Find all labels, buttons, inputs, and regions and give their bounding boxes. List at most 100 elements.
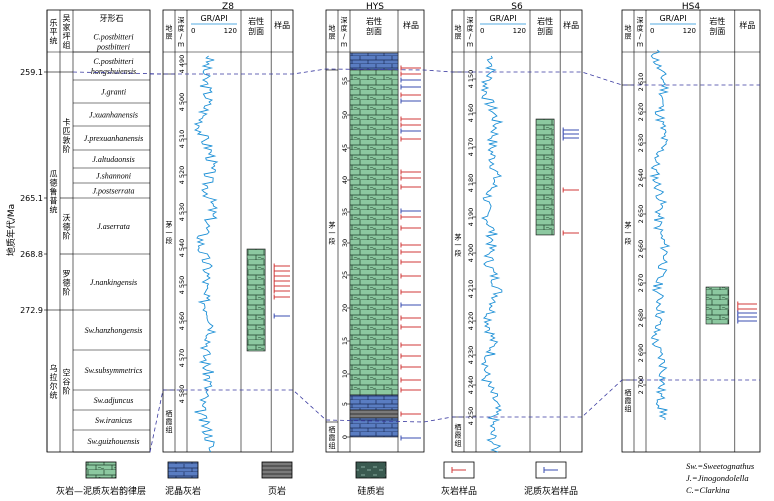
conodont-zone: J.shannoni (96, 172, 131, 181)
svg-text:/: / (343, 33, 346, 41)
depth-tick-label: 4 490 (178, 55, 186, 74)
svg-text:家: 家 (63, 22, 71, 32)
conodont-zone: C.postbitteri (93, 57, 133, 66)
depth-tick-label: 4 160 (467, 104, 475, 123)
strata-header: 地层 (625, 24, 632, 41)
svg-text:霞: 霞 (455, 432, 462, 440)
legend-swatch-chert (355, 461, 387, 479)
depth-tick-label: 2 660 (637, 240, 645, 259)
svg-text:统: 统 (50, 205, 58, 215)
gr-header: GR/API (659, 14, 686, 23)
series-header: 乐平统 (50, 18, 58, 46)
lith-header: 岩性 (366, 16, 382, 26)
svg-text:阶: 阶 (63, 231, 71, 241)
lithology-marl (349, 69, 399, 396)
svg-text:组: 组 (63, 40, 71, 50)
conodont-zone: C.postbitteri (93, 33, 133, 42)
strata-header: 地层 (455, 24, 462, 41)
svg-text:茅: 茅 (166, 220, 173, 229)
depth-tick-label: 2 640 (637, 169, 645, 188)
depth-tick-label: 4 180 (467, 174, 475, 193)
svg-text:组: 组 (329, 441, 336, 450)
well-frame (621, 9, 761, 453)
gr-header: GR/API (200, 14, 227, 23)
svg-text:尔: 尔 (50, 381, 58, 391)
depth-tick-label: 2 670 (637, 274, 645, 293)
strata-header: 地层 (166, 24, 173, 41)
formation-label: 茅一段 (625, 221, 632, 246)
depth-tick-label: 4 240 (467, 376, 475, 395)
svg-text:空: 空 (63, 368, 71, 378)
depth-tick-label: 2 690 (637, 344, 645, 363)
depth-tick-label: 4 250 (467, 407, 475, 426)
gr-max-label: 120 (224, 27, 237, 35)
svg-text:深: 深 (637, 16, 644, 25)
depth-tick-label: 2 610 (637, 73, 645, 92)
formation-label: 茅一段 (329, 221, 336, 246)
conodont-zone: J.nankingensis (90, 278, 137, 287)
svg-text:组: 组 (166, 425, 173, 434)
depth-tick-label: 4 200 (467, 244, 475, 263)
svg-text:霞: 霞 (329, 434, 336, 442)
conodont-zone: Sw.subsymmetrics (85, 366, 143, 375)
lith-header: 岩性 (709, 16, 725, 26)
svg-text:德: 德 (63, 222, 71, 232)
legend-label: 页岩 (268, 485, 286, 497)
depth-tick-label: 45 (341, 144, 349, 152)
well-name: Z8 (222, 2, 234, 12)
depth-header: 深度/m (341, 16, 348, 49)
svg-text:段: 段 (166, 236, 173, 245)
svg-text:深: 深 (467, 16, 474, 25)
depth-tick-label: 4 580 (178, 385, 186, 404)
depth-tick-label: 55 (341, 77, 349, 85)
chronostratigraphic-column: 乐平统吴家坪组牙形石瓜德鲁普统乌拉尔统卡匹敦阶沃德阶罗德阶空谷阶C.postbi… (5, 9, 151, 453)
well-name: HS4 (682, 2, 700, 12)
svg-text:层: 层 (455, 33, 462, 41)
depth-tick-label: 4 190 (467, 208, 475, 227)
svg-text:一: 一 (166, 229, 173, 237)
legend-label: 灰岩样品 (441, 485, 477, 497)
svg-text:m: m (178, 41, 185, 49)
svg-text:层: 层 (166, 33, 173, 41)
gr-curve (480, 55, 504, 453)
well-name: S6 (511, 2, 523, 12)
svg-text:阶: 阶 (63, 287, 71, 297)
svg-text:m: m (341, 41, 348, 49)
svg-text:罗: 罗 (63, 270, 71, 279)
formation-label: 茅一段 (166, 220, 173, 245)
conodont-zone: postbitteri (96, 43, 130, 52)
svg-text:鲁: 鲁 (50, 187, 58, 197)
depth-tick-label: 4 510 (178, 130, 186, 149)
age-tick-label: 272.9 (20, 306, 43, 315)
lith-header: 剖面 (248, 26, 264, 36)
depth-tick-label: 4 230 (467, 346, 475, 365)
abbreviation-note: Sw.=Sweetognathus (686, 461, 755, 471)
gr-max-label: 120 (683, 27, 696, 35)
svg-text:统: 统 (50, 390, 58, 400)
lith-header: 岩性 (248, 16, 264, 26)
svg-text:德: 德 (63, 278, 71, 288)
svg-text:阶: 阶 (63, 386, 71, 396)
conodont-zone: Sw.iranicus (95, 416, 132, 425)
lith-header: 剖面 (537, 26, 553, 36)
depth-tick-label: 40 (341, 176, 349, 184)
depth-tick-label: 2 650 (637, 205, 645, 224)
depth-tick-label: 2 700 (637, 376, 645, 395)
conodont-zone: Sw.hanzhongensis (85, 326, 143, 335)
svg-text:段: 段 (329, 237, 336, 246)
lithology-marl (705, 286, 730, 325)
gr-min-label: 0 (191, 27, 195, 35)
conodont-zone: J.aserrata (97, 222, 130, 231)
depth-header: 深度/m (467, 16, 474, 49)
sample-header: 样品 (274, 20, 290, 30)
svg-text:栖: 栖 (625, 388, 632, 397)
gr-max-label: 120 (513, 27, 526, 35)
correlation-lines (72, 68, 760, 453)
svg-text:组: 组 (625, 404, 632, 413)
depth-tick-label: 4 220 (467, 312, 475, 331)
svg-text:谷: 谷 (63, 378, 71, 387)
well-name: HYS (366, 2, 384, 12)
